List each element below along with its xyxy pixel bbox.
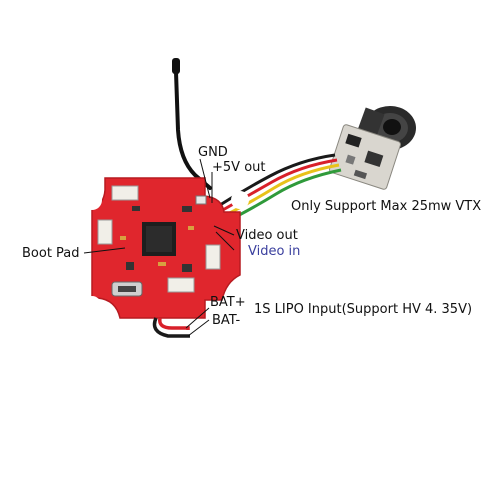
boot-pad-label: Boot Pad xyxy=(22,246,80,261)
battery-leads xyxy=(152,317,190,338)
vtx-note-label: Only Support Max 25mw VTX xyxy=(291,199,482,214)
bat-minus-label: BAT- xyxy=(212,313,241,328)
antenna xyxy=(172,58,212,190)
bat-plus-label: BAT+ xyxy=(210,295,246,310)
camera-wires xyxy=(211,153,342,228)
video-in-leader xyxy=(215,231,235,251)
leader-lines xyxy=(83,158,235,337)
video-out-label: Video out xyxy=(236,228,298,243)
video-out-leader xyxy=(213,225,235,236)
lipo-input-label: 1S LIPO Input(Support HV 4. 35V) xyxy=(254,302,473,317)
camera-module xyxy=(329,106,416,190)
gnd-leader xyxy=(199,158,211,199)
flight-controller-board xyxy=(82,177,249,319)
boot-pad-leader xyxy=(83,247,126,254)
video-in-label: Video in xyxy=(248,244,301,259)
bat-minus-leader xyxy=(187,319,210,337)
bat-plus-leader xyxy=(185,307,210,329)
gnd-label: GND xyxy=(198,145,228,160)
five-v-out-label: +5V out xyxy=(212,160,266,175)
